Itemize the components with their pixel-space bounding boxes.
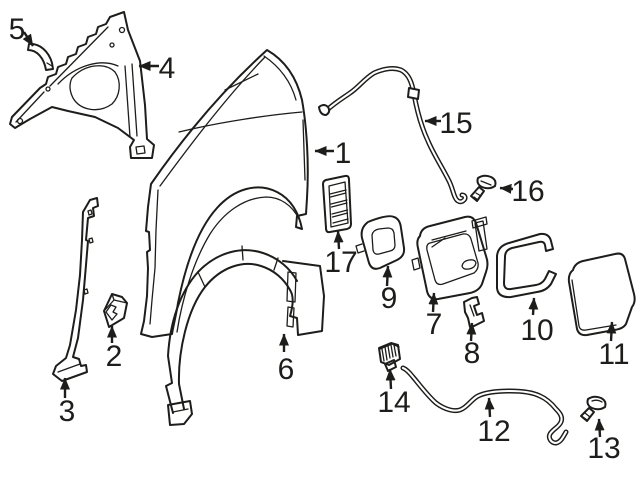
callout-label-9: 9 — [381, 282, 398, 315]
callout-arrow-10 — [528, 297, 539, 316]
part-side-vent-grille-drawing — [322, 174, 352, 234]
callout-arrow-17 — [333, 230, 344, 250]
callout-label-6: 6 — [278, 353, 295, 386]
callout-label-4: 4 — [159, 52, 176, 85]
part-spacer-block-drawing — [103, 293, 128, 328]
part-release-cable-drawing — [318, 66, 468, 205]
part-quarter-panel-drawing — [140, 49, 309, 338]
callout-label-12: 12 — [477, 415, 510, 448]
callout-label-14: 14 — [377, 386, 410, 419]
callout-arrow-13 — [594, 418, 605, 438]
part-screw-lower-drawing — [580, 395, 607, 422]
part-clip-nut-drawing — [378, 342, 401, 372]
part-fuel-filler-housing-drawing — [411, 215, 489, 301]
callout-label-5: 5 — [9, 13, 26, 46]
callout-arrows — [22, 31, 617, 438]
part-housing-seal-plate-drawing — [355, 215, 406, 270]
part-screw-upper-drawing — [470, 174, 497, 202]
callout-label-16: 16 — [511, 175, 544, 208]
callout-label-1: 1 — [335, 137, 352, 170]
callout-label-15: 15 — [439, 107, 472, 140]
callout-label-10: 10 — [520, 314, 553, 347]
part-fuel-door-gasket-drawing — [496, 232, 557, 299]
callout-arrow-9 — [382, 265, 393, 287]
callout-labels: 1 2 3 4 5 6 7 8 9 10 11 12 13 14 15 16 1… — [9, 13, 630, 465]
part-fuel-door-lid-drawing — [567, 252, 636, 337]
part-filler-strip-drawing — [27, 42, 54, 71]
callout-arrow-16 — [499, 183, 514, 194]
callout-label-17: 17 — [324, 246, 357, 279]
callout-label-3: 3 — [59, 395, 76, 428]
callout-arrow-7 — [428, 292, 439, 313]
callout-label-7: 7 — [426, 308, 443, 341]
callout-label-8: 8 — [464, 337, 481, 370]
callout-arrow-8 — [466, 322, 477, 342]
callout-label-11: 11 — [598, 338, 629, 371]
part-inner-support-bracket-drawing — [9, 11, 155, 159]
callout-arrow-12 — [484, 397, 495, 418]
callout-label-13: 13 — [587, 432, 620, 465]
callout-arrow-14 — [385, 368, 396, 390]
part-support-rail-drawing — [52, 197, 99, 382]
callout-arrow-11 — [606, 321, 617, 342]
part-wheelhouse-liner-drawing — [165, 245, 325, 426]
callout-label-2: 2 — [106, 340, 123, 373]
part-release-rod-drawing — [400, 365, 569, 446]
part-clip-bracket-drawing — [463, 296, 485, 328]
callout-arrow-5 — [22, 31, 35, 47]
